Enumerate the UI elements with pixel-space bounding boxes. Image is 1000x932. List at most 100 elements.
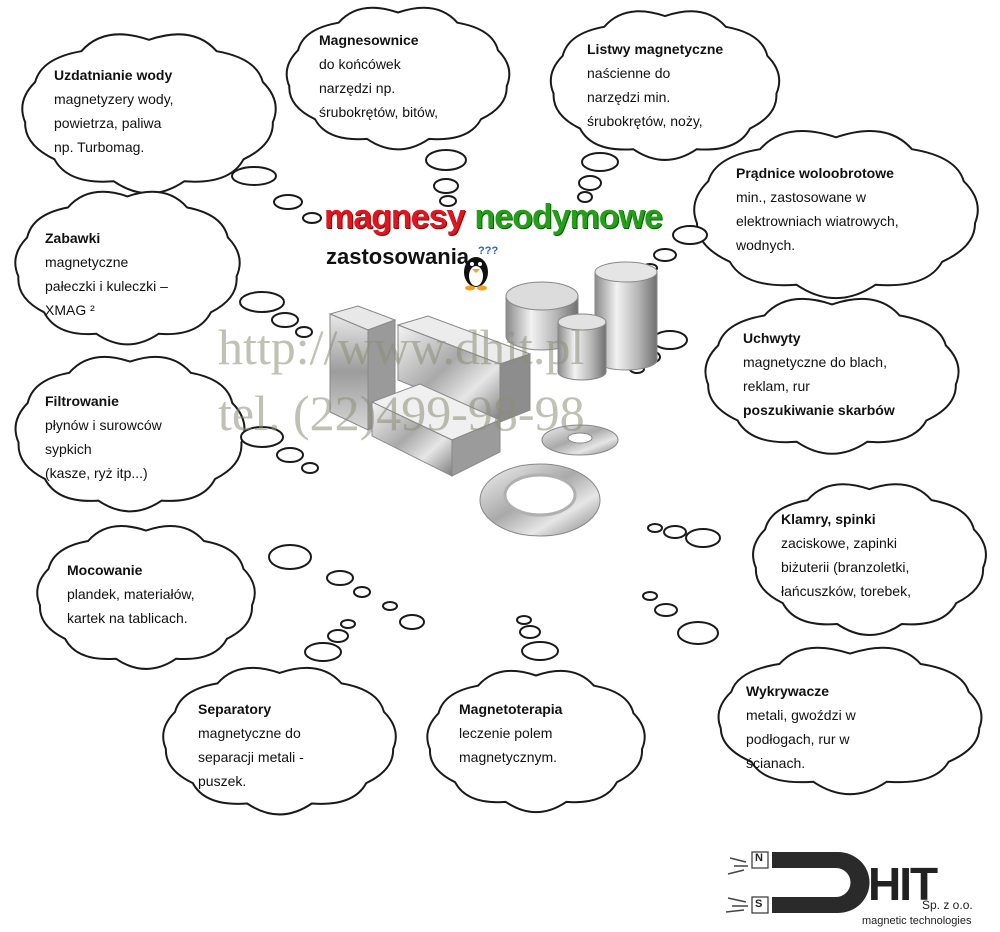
cloud-title: Magnesownice — [319, 32, 419, 48]
cloud-line: pałeczki i kuleczki – — [45, 278, 168, 294]
cloud-line: magnetycznym. — [459, 749, 558, 765]
cloud-title: Uchwyty — [743, 330, 801, 346]
cloud-line: magnetyzery wody, — [54, 91, 174, 107]
magnets-illustration — [328, 261, 658, 537]
cloud-title: Uzdatnianie wody — [54, 67, 173, 83]
thought-bubble — [519, 625, 541, 639]
cloud-line: ścianach. — [746, 755, 806, 771]
cloud-line: zaciskowe, zapinki — [781, 535, 897, 551]
thought-bubble — [353, 586, 371, 598]
cloud-line: leczenie polem — [459, 725, 553, 741]
cloud-wykrywacze: Wykrywacze metali, gwoździ w podłogach, … — [746, 679, 856, 775]
cloud-line: narzędzi np. — [319, 80, 396, 96]
cloud-title: Listwy magnetyczne — [587, 41, 724, 57]
watermark-url: http://www.dhit.pl — [218, 319, 585, 375]
cloud-line: śrubokrętów, noży, — [587, 113, 703, 129]
thought-bubble — [271, 312, 299, 328]
logo-suffix: Sp. z o.o. — [922, 898, 973, 912]
cloud-mocowanie: Mocowanie plandek, materiałów, kartek na… — [67, 558, 195, 630]
cloud-line: np. Turbomag. — [54, 139, 145, 155]
cloud-line: magnetyczne — [45, 254, 129, 270]
cloud-line: biżuterii (branzoletki, — [781, 559, 910, 575]
logo-brand: HIT — [868, 858, 938, 910]
cloud-line: (kasze, ryż itp...) — [45, 465, 148, 481]
thought-bubble — [578, 175, 602, 191]
thought-bubble — [340, 619, 356, 629]
thought-cloud — [162, 666, 397, 816]
cloud-title: Magnetoterapia — [459, 701, 563, 717]
cloud-line: separacji metali - — [198, 749, 304, 765]
thought-bubble — [302, 212, 322, 224]
cloud-title: Wykrywacze — [746, 683, 830, 699]
thought-bubble — [663, 525, 687, 539]
cloud-line: min., zastosowane w — [736, 189, 866, 205]
thought-cloud — [717, 646, 983, 796]
thought-bubble — [642, 591, 658, 601]
logo-pole-s: S — [755, 898, 763, 910]
cloud-line: śrubokrętów, bitów, — [319, 104, 439, 120]
cloud-filtrowanie: Filtrowanie płynów i surowców sypkich (k… — [45, 389, 162, 485]
thought-bubble — [231, 166, 277, 186]
cloud-zabawki: Zabawki magnetyczne pałeczki i kuleczki … — [45, 226, 168, 322]
cloud-line: do końcówek — [319, 56, 401, 72]
thought-bubble — [577, 191, 593, 203]
hit-logo-mark — [725, 851, 870, 914]
cloud-title: Filtrowanie — [45, 393, 119, 409]
cloud-line: narzędzi min. — [587, 89, 671, 105]
cloud-line: reklam, rur — [743, 378, 810, 394]
thought-bubble — [581, 152, 619, 172]
thought-bubble — [295, 326, 313, 338]
thought-bubble — [399, 614, 425, 630]
page-subtitle: zastosowania — [326, 244, 470, 269]
cloud-line: magnetyczne do — [198, 725, 301, 741]
cloud-title: Klamry, spinki — [781, 511, 876, 527]
thought-cloud — [14, 355, 246, 513]
thought-bubble — [301, 462, 319, 474]
thought-cloud — [704, 297, 960, 455]
cloud-bold-line: poszukiwanie skarbów — [743, 402, 895, 418]
thought-cloud — [752, 483, 987, 636]
thought-cloud — [693, 130, 979, 300]
thought-bubble — [439, 195, 457, 207]
cloud-line: plandek, materiałów, — [67, 586, 195, 602]
title-magnesy: magnesy — [324, 198, 465, 236]
cloud-line: puszek. — [198, 773, 247, 789]
penguin-icon — [464, 257, 488, 291]
cloud-line: XMAG ² — [45, 302, 95, 318]
thought-cloud — [549, 10, 781, 161]
thought-cloud — [285, 6, 511, 151]
thought-bubble — [521, 641, 559, 661]
cloud-line: podłogach, rur w — [746, 731, 850, 747]
thought-bubble — [276, 447, 304, 463]
cloud-klamry-spinki: Klamry, spinki zaciskowe, zapinki biżute… — [781, 507, 911, 603]
thought-bubble — [685, 528, 721, 548]
thought-bubble — [239, 291, 285, 313]
cloud-magnesownice: Magnesownice do końcówek narzędzi np. śr… — [319, 28, 438, 124]
thought-bubble — [273, 194, 303, 210]
cloud-title: Prądnice woloobrotowe — [736, 165, 894, 181]
cloud-pradnice: Prądnice woloobrotowe min., zastosowane … — [736, 161, 899, 257]
thought-bubble — [425, 149, 467, 171]
thought-bubble — [677, 621, 719, 645]
cloud-uzdatnianie-wody: Uzdatnianie wody magnetyzery wody, powie… — [54, 63, 174, 159]
cloud-line: łańcuszków, torebek, — [781, 583, 911, 599]
thought-bubble — [647, 523, 663, 533]
cloud-uchwyty: Uchwyty magnetyczne do blach, reklam, ru… — [743, 326, 895, 422]
thought-bubble — [327, 629, 349, 643]
thought-bubble — [382, 601, 398, 611]
logo-pole-n: N — [755, 852, 763, 864]
watermark-phone: tel. (22)499-98-98 — [218, 385, 585, 441]
cloud-listwy-magnetyczne: Listwy magnetyczne naścienne do narzędzi… — [587, 37, 723, 133]
thought-bubble — [326, 570, 354, 586]
thought-bubble — [652, 330, 688, 350]
thought-bubble — [304, 642, 342, 662]
thought-bubble — [433, 178, 459, 194]
cloud-line: kartek na tablicach. — [67, 610, 188, 626]
thought-cloud — [426, 669, 646, 814]
cloud-title: Mocowanie — [67, 562, 143, 578]
cloud-line: sypkich — [45, 441, 92, 457]
cloud-line: naścienne do — [587, 65, 671, 81]
thought-bubble — [240, 426, 284, 448]
